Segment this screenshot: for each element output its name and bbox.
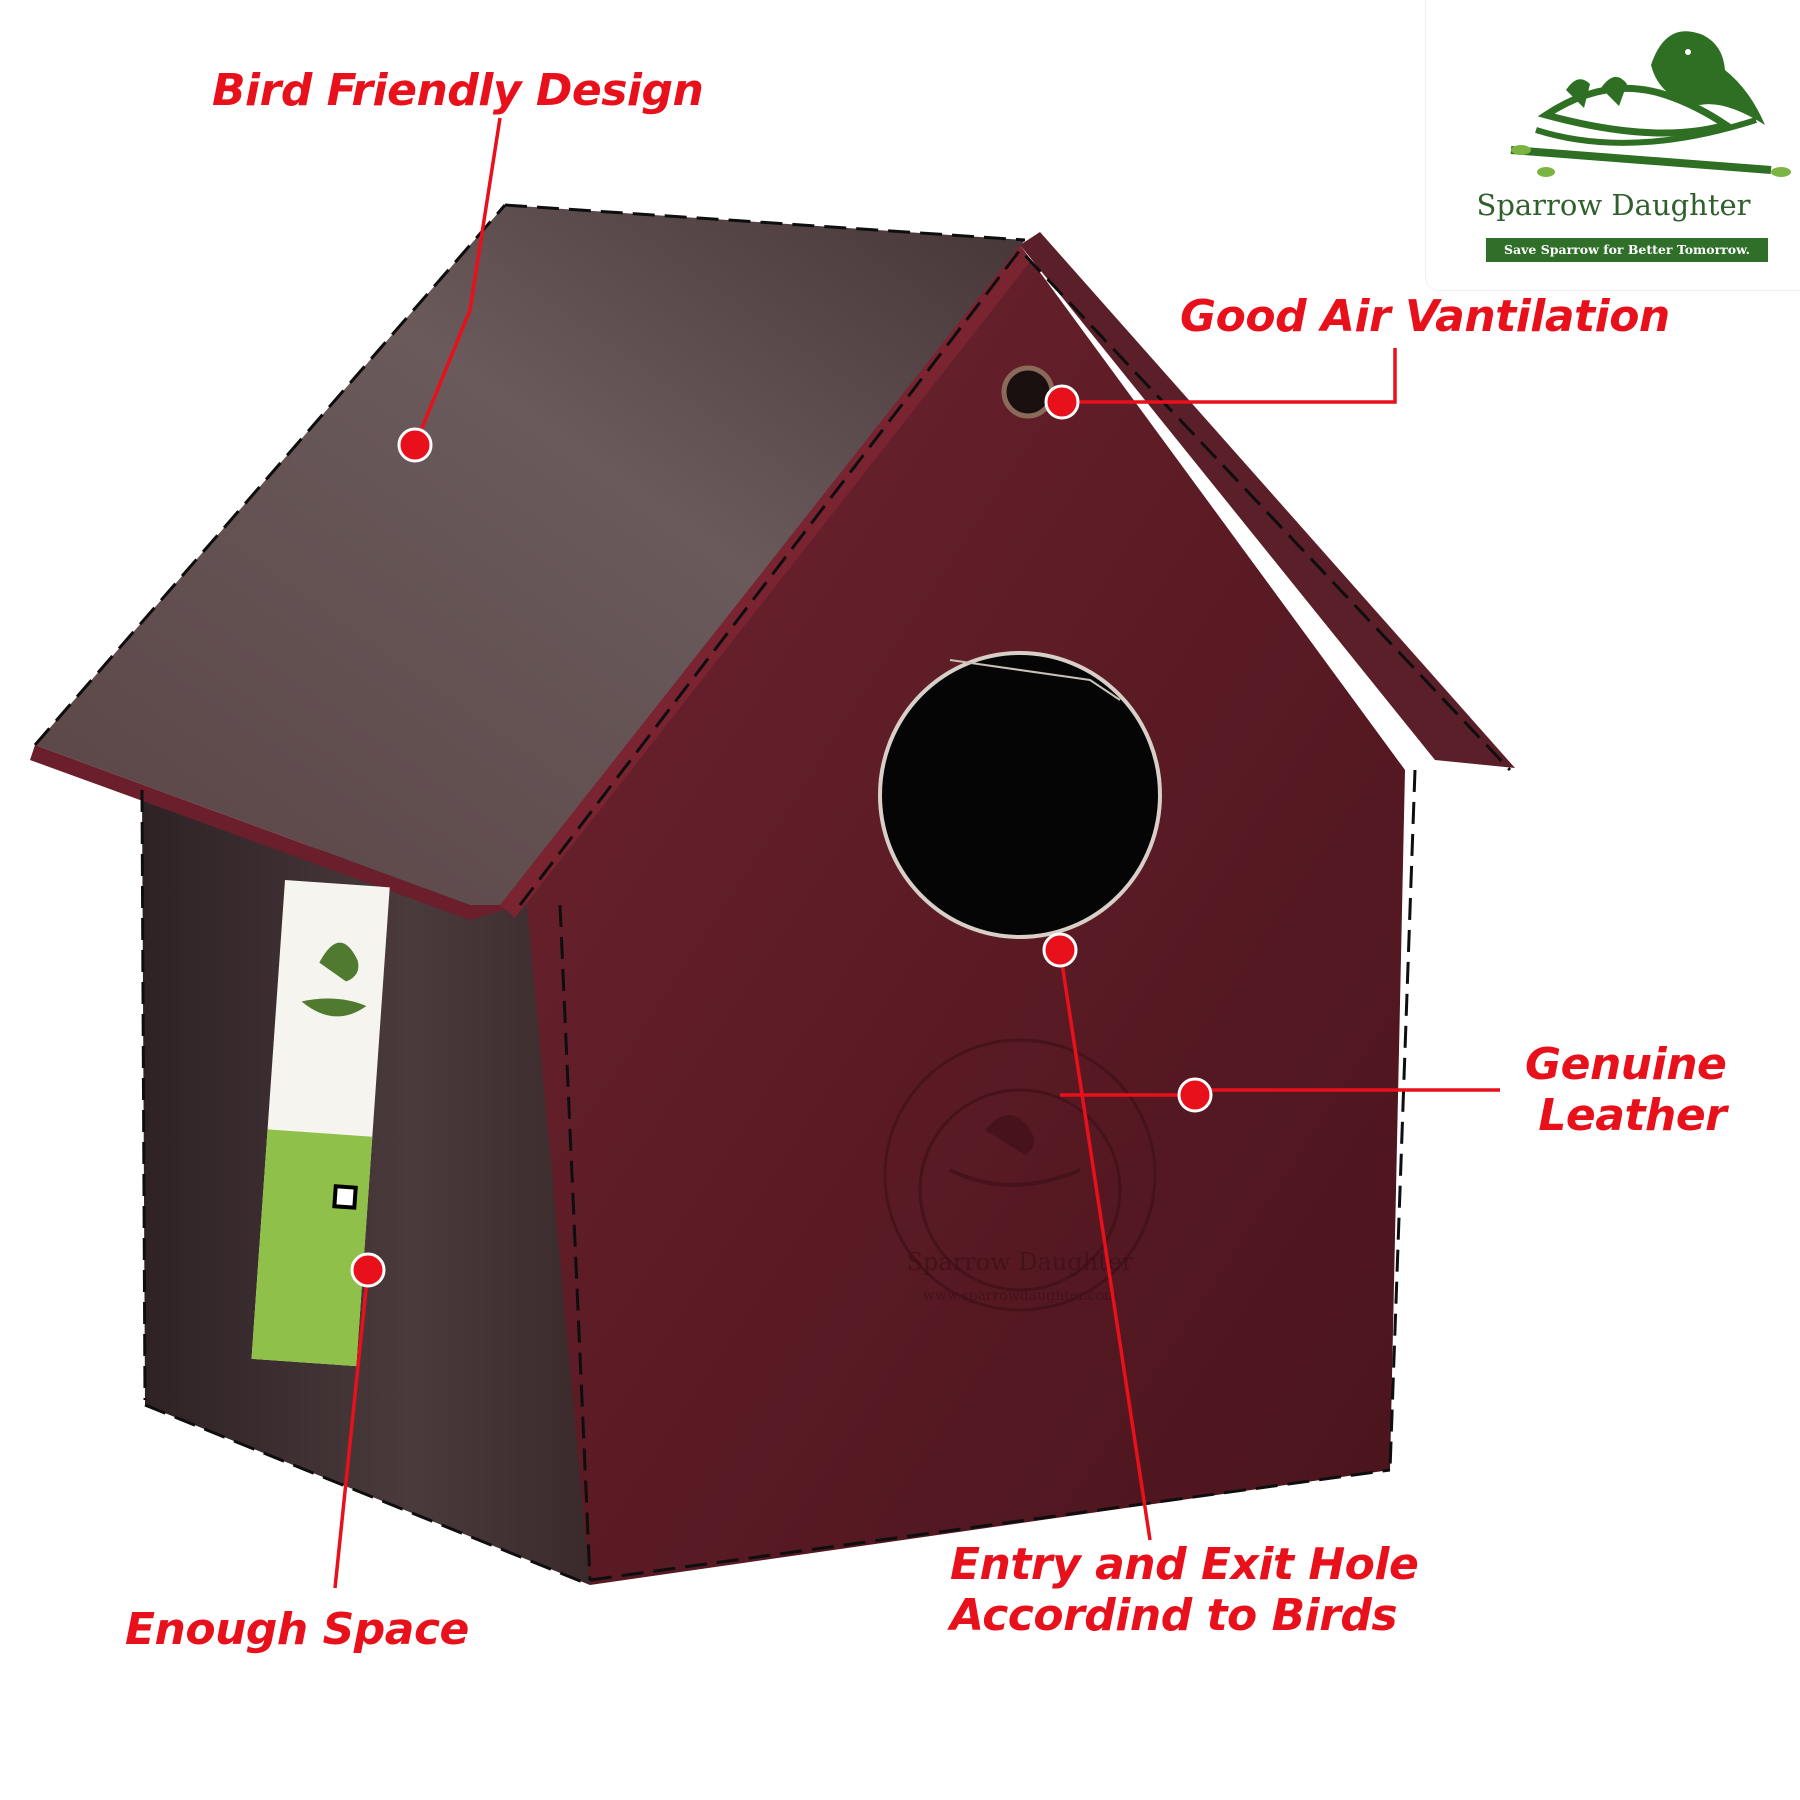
roof-panel (35, 205, 1025, 905)
callout-air-ventilation-text: Good Air Vantilation (1180, 291, 1670, 342)
callout-entry-line2: Accordind to Birds (950, 1589, 1398, 1641)
callout-dots (350, 384, 1213, 1288)
callout-enough-space-text: Enough Space (125, 1604, 469, 1655)
callout-bird-friendly-design: Bird Friendly Design (212, 65, 704, 117)
logo-brand-name: Sparrow Daughter (1476, 188, 1751, 222)
callout-genuine-leather: Genuine Leather (1525, 1039, 1727, 1141)
callout-leather-line2: Leather (1538, 1089, 1727, 1141)
ventilation-hole (1001, 365, 1055, 419)
callout-leaders (333, 117, 1500, 1589)
stitching (33, 203, 1512, 1587)
callout-leather-line1: Genuine (1525, 1039, 1727, 1090)
callout-enough-space: Enough Space (125, 1604, 469, 1656)
callout-entry-line1: Entry and Exit Hole (950, 1539, 1419, 1590)
brand-logo: Sparrow Daughter Save Sparrow for Better… (1425, 0, 1800, 291)
callout-bird-friendly-text: Bird Friendly Design (212, 65, 704, 116)
callout-entry-exit-hole: Entry and Exit Hole Accordind to Birds (950, 1539, 1419, 1641)
sparrow-nest-icon (1510, 31, 1791, 177)
callout-good-air-ventilation: Good Air Vantilation (1180, 291, 1670, 343)
entry-hole (878, 651, 1162, 939)
embossed-seal (883, 1038, 1157, 1312)
roof-overhang (1020, 232, 1515, 768)
product-sticker (251, 880, 390, 1367)
seal-brand-text: Sparrow Daughter (907, 1248, 1134, 1276)
seal-url-text: www.sparrowdaughter.com (923, 1288, 1117, 1304)
logo-tagline: Save Sparrow for Better Tomorrow. (1486, 238, 1768, 262)
